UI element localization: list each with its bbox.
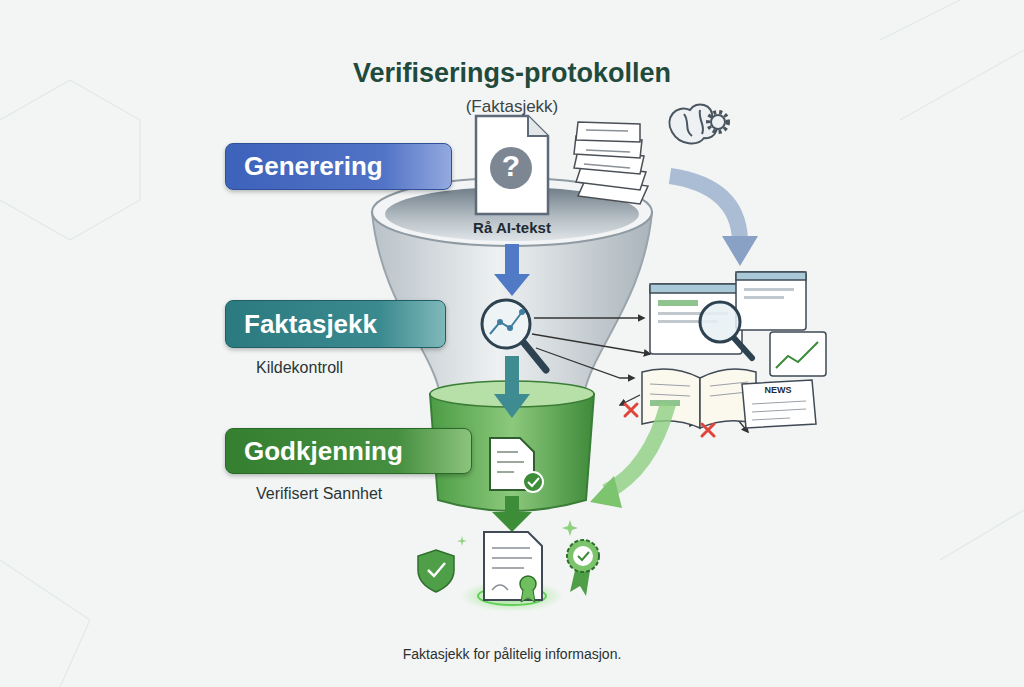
stage-subtitle: Verifisert Sannhet	[256, 485, 382, 503]
stage-title: Faktasjekk	[244, 311, 377, 337]
flow-arrow	[670, 176, 740, 240]
stage-arrow	[505, 244, 519, 276]
question-document	[528, 116, 548, 136]
stage-title: Generering	[244, 153, 383, 179]
source-lines	[536, 348, 634, 378]
stage-arrow	[492, 512, 532, 532]
certificate	[521, 590, 535, 602]
check-document	[528, 478, 539, 486]
paper-stack	[584, 130, 630, 168]
source-magnifier	[734, 338, 752, 358]
flow-arrow	[722, 236, 758, 266]
brain-gear-icon	[669, 104, 717, 143]
reject-mark	[702, 424, 714, 436]
rosette-icon	[573, 546, 593, 566]
stage-arrow	[505, 356, 519, 396]
source-lines	[534, 317, 644, 318]
magnifier-icon	[519, 309, 525, 315]
sparkle	[457, 536, 467, 546]
brain-gear-icon	[669, 104, 728, 143]
return-arrow	[606, 404, 668, 492]
certificate	[484, 532, 542, 600]
check-document	[497, 452, 524, 472]
stage-arrow	[494, 394, 530, 418]
question-document	[476, 116, 548, 214]
source-magnifier	[700, 302, 740, 342]
magnifier-icon	[524, 343, 546, 370]
source-windows	[770, 332, 826, 376]
magnifier-icon	[490, 312, 522, 334]
stage-arrow	[505, 496, 519, 514]
return-arrow	[590, 476, 622, 508]
question-document	[476, 116, 548, 214]
source-windows	[744, 288, 794, 291]
source-windows	[650, 284, 742, 354]
source-windows	[658, 300, 698, 306]
brain-gear-icon	[684, 110, 703, 136]
reject-mark	[625, 404, 637, 416]
shield-icon	[418, 550, 454, 592]
background-lines	[0, 80, 140, 240]
check-document	[523, 472, 543, 492]
flow-arrow	[670, 176, 758, 266]
stage-arrow	[494, 274, 530, 296]
magnifier-icon	[482, 300, 530, 348]
diagram-title: Verifiserings-protokollen	[353, 58, 671, 89]
certificate	[520, 576, 536, 592]
subtitle: (Faktasjekk)	[466, 98, 559, 115]
source-windows	[736, 272, 806, 330]
source-windows	[736, 272, 806, 280]
sparkle	[562, 520, 578, 536]
question-document	[490, 147, 532, 189]
magnifier-icon	[507, 325, 513, 331]
check-document	[490, 438, 543, 492]
book-icon	[650, 382, 748, 396]
sparkle	[457, 520, 578, 546]
magnifier-icon	[497, 319, 503, 325]
return-arrow	[590, 404, 668, 508]
source-magnifier	[700, 302, 752, 358]
source-windows	[776, 342, 818, 368]
rosette-icon	[567, 540, 599, 572]
paper-stack	[574, 122, 648, 204]
stage-subtitle: Kildekontroll	[256, 359, 343, 377]
stage-box: FaktasjekkKildekontroll	[225, 300, 446, 348]
stage-box: Generering	[225, 143, 452, 190]
source-windows	[744, 296, 784, 299]
newspaper-icon	[742, 380, 816, 428]
source-lines	[532, 334, 650, 354]
brain-gear-icon	[708, 112, 728, 132]
stage-title: Godkjenning	[244, 438, 403, 464]
stage-box: GodkjenningVerifisert Sannhet	[225, 428, 472, 474]
newspaper-text: NEWS	[765, 386, 792, 395]
source-windows	[650, 284, 742, 293]
certificate	[460, 532, 564, 612]
newspaper-icon	[752, 401, 806, 420]
shield-icon	[428, 563, 445, 576]
shield-icon	[418, 550, 454, 592]
brain-gear-icon	[711, 115, 725, 129]
newspaper-icon	[742, 380, 816, 428]
source-windows	[650, 272, 826, 376]
rosette-icon	[567, 540, 599, 596]
rosette-icon	[578, 552, 589, 560]
funnel-label: Rå AI-tekst	[473, 220, 551, 235]
diagram-caption: Faktasjekk for pålitelig informasjon.	[403, 646, 622, 662]
question-symbol: ?	[502, 151, 520, 181]
paper-stack	[576, 122, 640, 142]
